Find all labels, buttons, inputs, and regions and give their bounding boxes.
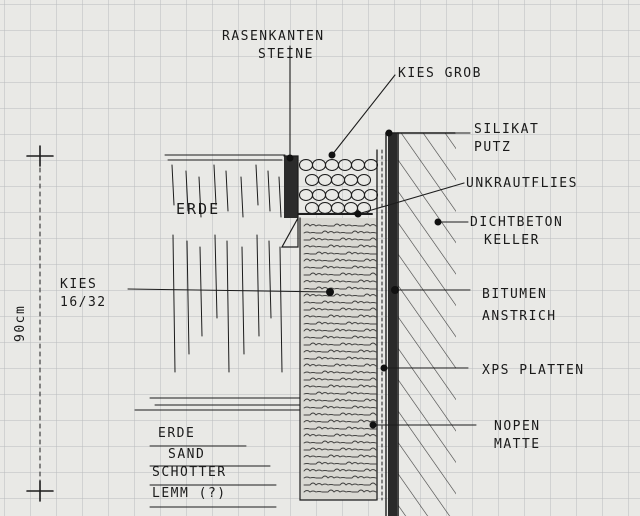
layer-dividers <box>149 445 277 508</box>
dimension-line: 90cm <box>13 145 54 502</box>
lower-layers <box>134 397 301 411</box>
label-dichtbeton-2: KELLER <box>484 233 540 248</box>
layer-erde: ERDE <box>158 426 195 441</box>
layer-sand: SAND <box>168 447 205 462</box>
label-erde: ERDE <box>176 200 220 218</box>
label-kies-1: KIES <box>60 277 97 292</box>
soil-region <box>164 154 286 373</box>
layer-schotter: SCHOTTER <box>152 465 227 480</box>
label-dichtbeton-1: DICHTBETON <box>470 215 563 230</box>
leader-lines <box>127 45 477 426</box>
label-silikat-1: SILIKAT <box>474 122 539 137</box>
concrete-wall <box>397 132 456 516</box>
layer-lemm: LEMM (?) <box>152 486 227 501</box>
label-rasenkanten-1: RASENKANTEN <box>222 29 325 44</box>
label-xps: XPS PLATTEN <box>482 363 585 378</box>
gravel-column <box>299 217 377 501</box>
label-rasenkanten-2: STEINE <box>258 47 314 62</box>
label-silikat-2: PUTZ <box>474 140 511 155</box>
dimension-label: 90cm <box>13 305 28 342</box>
label-noppen-1: NOPEN <box>494 419 541 434</box>
label-noppen-2: MATTE <box>494 437 541 452</box>
label-bitumen-1: BITUMEN <box>482 287 547 302</box>
label-kies-grob: KIES GROB <box>398 66 482 81</box>
label-unkrautvlies: UNKRAUTFLIES <box>466 176 578 191</box>
label-kies-2: 16/32 <box>60 295 107 310</box>
label-bitumen-2: ANSTRICH <box>482 309 557 324</box>
leader-dots <box>286 129 442 429</box>
xps-layer <box>385 132 397 516</box>
